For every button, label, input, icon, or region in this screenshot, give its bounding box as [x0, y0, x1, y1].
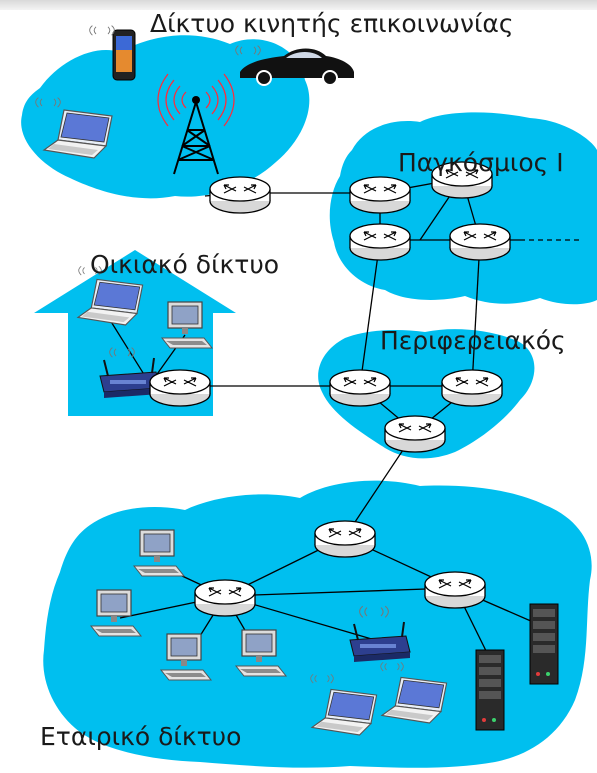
global-isp-label: Παγκόσμιος Ι: [398, 148, 564, 177]
router-icon: [314, 520, 376, 558]
router-icon: [449, 223, 511, 261]
router-icon: [424, 571, 486, 609]
car-icon: [235, 45, 354, 86]
router-icon: [349, 176, 411, 214]
regional-isp-label: Περιφερειακός: [380, 326, 566, 355]
router-icon: [384, 415, 446, 453]
router-icon: [194, 579, 256, 617]
smartphone-icon: [89, 25, 136, 81]
enterprise-network-label: Εταιρικό δίκτυο: [40, 722, 242, 751]
server-icon: [529, 603, 559, 685]
regional-isp-cloud: [318, 329, 535, 459]
mobile-network-label: Δίκτυο κινητής επικοινωνίας: [150, 9, 514, 38]
enterprise-network-cloud: [43, 480, 592, 768]
router-icon: [329, 369, 391, 407]
window-top-edge: [0, 0, 597, 10]
router-icon: [209, 176, 271, 214]
router-icon: [441, 369, 503, 407]
home-network-label: Οικιακό δίκτυο: [90, 250, 280, 279]
router-icon: [149, 369, 211, 407]
server-icon: [475, 649, 505, 731]
cell-tower-icon: [157, 73, 235, 175]
router-icon: [349, 223, 411, 261]
